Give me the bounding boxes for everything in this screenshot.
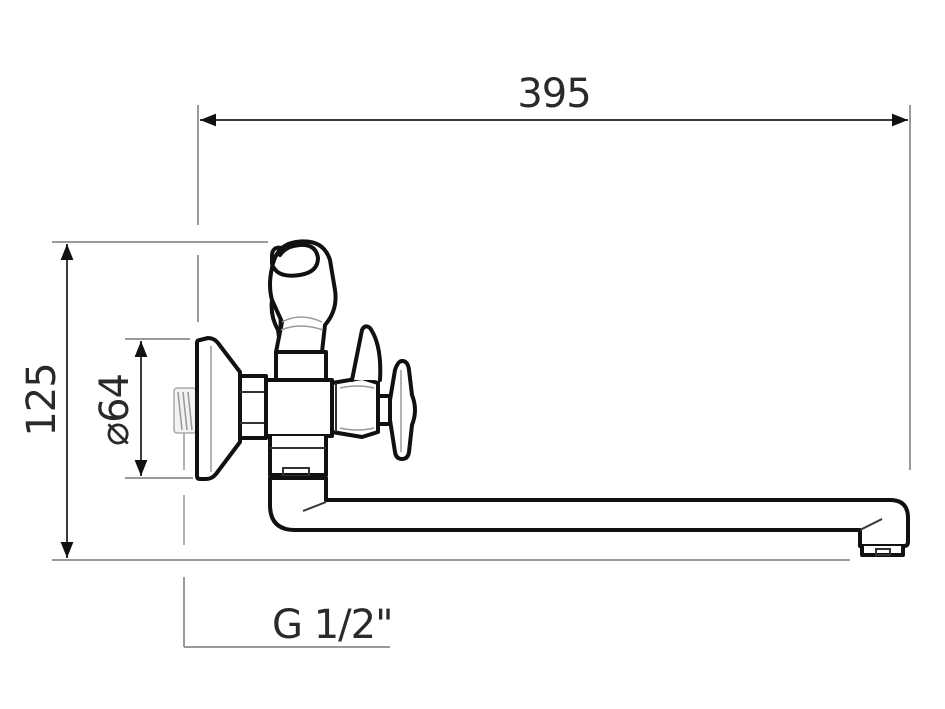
dimension-overall-height: 125 (19, 241, 850, 561)
dimension-label-thread: G 1/2" (272, 602, 392, 648)
cross-handle (388, 359, 417, 461)
dimension-flange-diameter: ⌀64 (92, 338, 193, 479)
dimension-label-64: ⌀64 (92, 374, 138, 446)
diverter-lever (350, 324, 383, 382)
shower-holder-neck (274, 350, 328, 382)
shower-holder-opening (272, 242, 320, 278)
wall-flange (195, 336, 242, 481)
valve-lower-stem (268, 434, 328, 477)
faucet (173, 239, 910, 557)
dimension-label-125: 125 (19, 363, 65, 436)
swivel-spout (268, 476, 910, 548)
dimension-connection-thread: G 1/2" (183, 577, 393, 648)
centerline (183, 255, 199, 545)
dimension-label-395: 395 (517, 71, 590, 117)
aerator (860, 544, 905, 557)
dimension-overall-length: 395 (197, 71, 911, 470)
hex-nut (238, 374, 268, 440)
valve-body (264, 378, 334, 438)
